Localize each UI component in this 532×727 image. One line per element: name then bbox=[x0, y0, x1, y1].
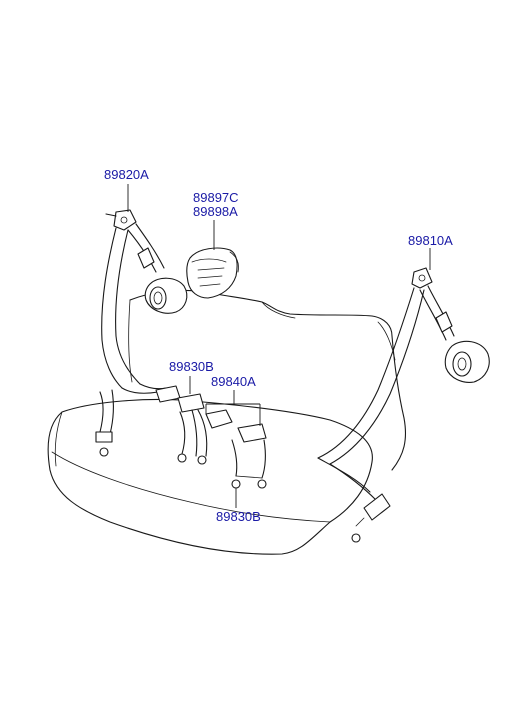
left-retractor-belt[interactable] bbox=[101, 209, 188, 394]
label-89810a[interactable]: 89810A bbox=[408, 233, 453, 248]
seat-back bbox=[128, 289, 407, 471]
center-buckle-cover[interactable] bbox=[186, 247, 239, 299]
seat-cushion bbox=[47, 398, 373, 555]
label-89820a[interactable]: 89820A bbox=[104, 167, 149, 182]
label-89898a[interactable]: 89898A bbox=[193, 204, 238, 219]
label-89840a[interactable]: 89840A bbox=[211, 374, 256, 389]
left-buckle-assembly[interactable] bbox=[95, 385, 267, 489]
label-89830b-lower[interactable]: 89830B bbox=[216, 509, 261, 524]
right-retractor-belt[interactable] bbox=[317, 267, 490, 543]
label-89897c[interactable]: 89897C bbox=[193, 190, 239, 205]
leader-lines bbox=[127, 184, 431, 508]
label-89830b-upper[interactable]: 89830B bbox=[169, 359, 214, 374]
